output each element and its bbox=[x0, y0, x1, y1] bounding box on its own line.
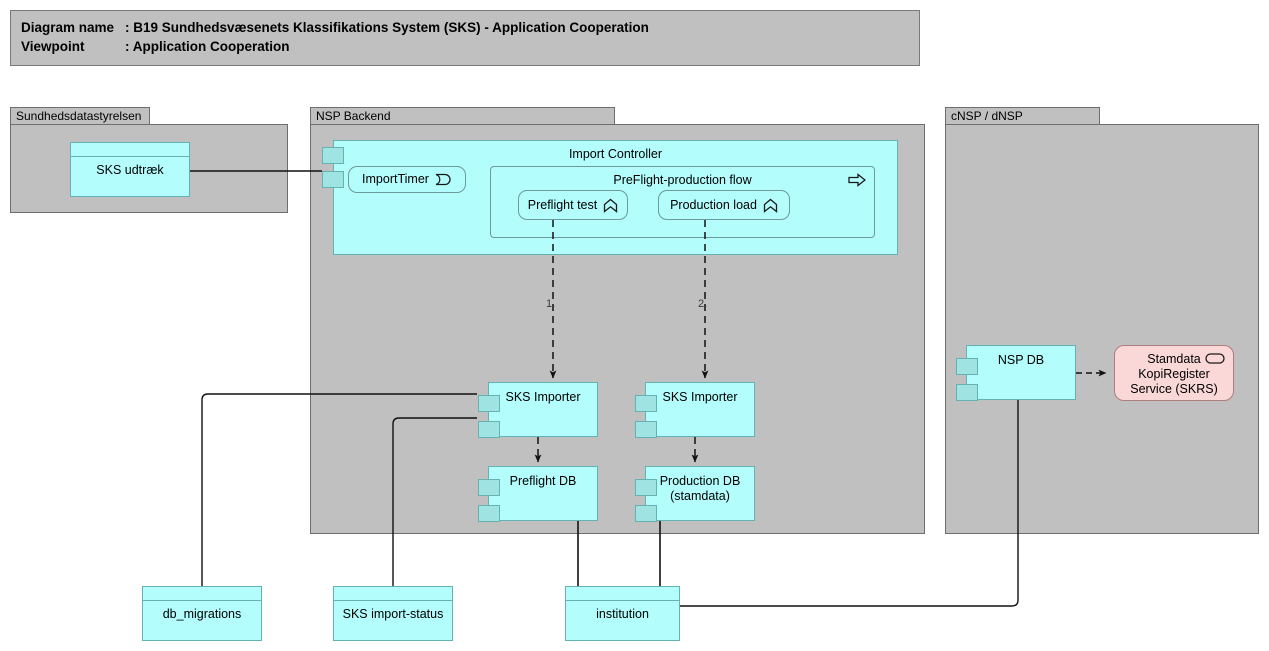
viewpoint-line: Viewpoint: Application Cooperation bbox=[21, 37, 919, 56]
production-db-label-line2: (stamdata) bbox=[670, 489, 730, 503]
component-tab bbox=[956, 384, 978, 401]
sks-importer-preflight[interactable]: SKS Importer bbox=[478, 382, 598, 438]
import-timer-label: ImportTimer bbox=[362, 172, 429, 186]
component-tab bbox=[478, 421, 500, 438]
nsp-db[interactable]: NSP DB bbox=[956, 345, 1076, 401]
sks-importer-preflight-label: SKS Importer bbox=[505, 390, 581, 404]
edge-label-1: 1. bbox=[546, 298, 556, 310]
viewpoint-value: Application Cooperation bbox=[132, 39, 290, 54]
component-tab bbox=[478, 479, 500, 496]
sks-udtraek-label: SKS udtræk bbox=[96, 163, 164, 177]
production-load[interactable]: Production load bbox=[658, 190, 790, 220]
skrs-service-label-line3: Service (SKRS) bbox=[1130, 382, 1218, 396]
import-controller-tab-1 bbox=[322, 147, 344, 164]
sks-udtraek[interactable]: SKS udtræk bbox=[70, 142, 190, 197]
skrs-service-label-line1: Stamdata bbox=[1147, 352, 1201, 366]
skrs-service[interactable]: Stamdata KopiRegister Service (SKRS) bbox=[1114, 345, 1234, 401]
preflight-db-label: Preflight DB bbox=[509, 474, 577, 488]
component-tab bbox=[635, 421, 657, 438]
skrs-service-label-line2: KopiRegister bbox=[1138, 367, 1210, 381]
db-migrations-label: db_migrations bbox=[162, 607, 242, 621]
preflight-production-flow-label: PreFlight-production flow bbox=[613, 173, 752, 188]
viewpoint-key: Viewpoint bbox=[21, 39, 85, 54]
import-controller-label: Import Controller bbox=[568, 147, 663, 161]
application-function-icon bbox=[603, 198, 618, 213]
institution-band bbox=[566, 587, 679, 601]
component-tab bbox=[635, 479, 657, 496]
sks-import-status-band bbox=[334, 587, 452, 601]
db-migrations-band bbox=[143, 587, 261, 601]
institution-label: institution bbox=[596, 607, 649, 621]
sks-import-status[interactable]: SKS import-status bbox=[333, 586, 453, 641]
production-load-label: Production load bbox=[670, 197, 757, 212]
nsp-db-label: NSP DB bbox=[997, 353, 1045, 367]
viewpoint-sep: : bbox=[125, 39, 133, 54]
application-function-icon bbox=[763, 198, 778, 213]
component-tab bbox=[956, 358, 978, 375]
production-db[interactable]: Production DB (stamdata) bbox=[635, 466, 755, 522]
group-cnsp-dnsp-body bbox=[945, 124, 1259, 534]
application-process-arrow-icon bbox=[848, 173, 866, 187]
component-tab bbox=[478, 505, 500, 522]
group-sundhedsdatastyrelsen-label: Sundhedsdatastyrelsen bbox=[10, 107, 150, 125]
diagram-name-value: B19 Sundhedsvæsenets Klassifikations Sys… bbox=[133, 20, 649, 35]
production-db-label-line1: Production DB bbox=[659, 474, 741, 488]
diagram-name-line: Diagram name: B19 Sundhedsvæsenets Klass… bbox=[21, 18, 919, 37]
diagram-name-sep: : bbox=[125, 20, 134, 35]
institution[interactable]: institution bbox=[565, 586, 680, 641]
group-nsp-backend-label: NSP Backend bbox=[310, 107, 615, 125]
sks-import-status-label: SKS import-status bbox=[342, 607, 444, 621]
edge-label-2: 2. bbox=[698, 298, 708, 310]
preflight-db[interactable]: Preflight DB bbox=[478, 466, 598, 522]
diagram-name-key: Diagram name bbox=[21, 20, 115, 35]
preflight-test[interactable]: Preflight test bbox=[518, 190, 628, 220]
sks-udtraek-band bbox=[71, 143, 189, 157]
import-timer[interactable]: ImportTimer bbox=[348, 166, 466, 193]
component-tab bbox=[635, 395, 657, 412]
group-cnsp-dnsp-label: cNSP / dNSP bbox=[945, 107, 1100, 125]
application-service-oval-icon bbox=[1205, 353, 1225, 364]
component-tab bbox=[478, 395, 500, 412]
import-controller-tab-2 bbox=[322, 171, 344, 188]
sks-importer-production-label: SKS Importer bbox=[662, 390, 738, 404]
db-migrations[interactable]: db_migrations bbox=[142, 586, 262, 641]
application-event-icon bbox=[435, 173, 452, 186]
sks-importer-production[interactable]: SKS Importer bbox=[635, 382, 755, 438]
component-tab bbox=[635, 505, 657, 522]
group-cnsp-dnsp[interactable]: cNSP / dNSP bbox=[945, 107, 1259, 534]
preflight-test-label: Preflight test bbox=[527, 197, 598, 212]
diagram-title-banner: Diagram name: B19 Sundhedsvæsenets Klass… bbox=[10, 10, 920, 66]
